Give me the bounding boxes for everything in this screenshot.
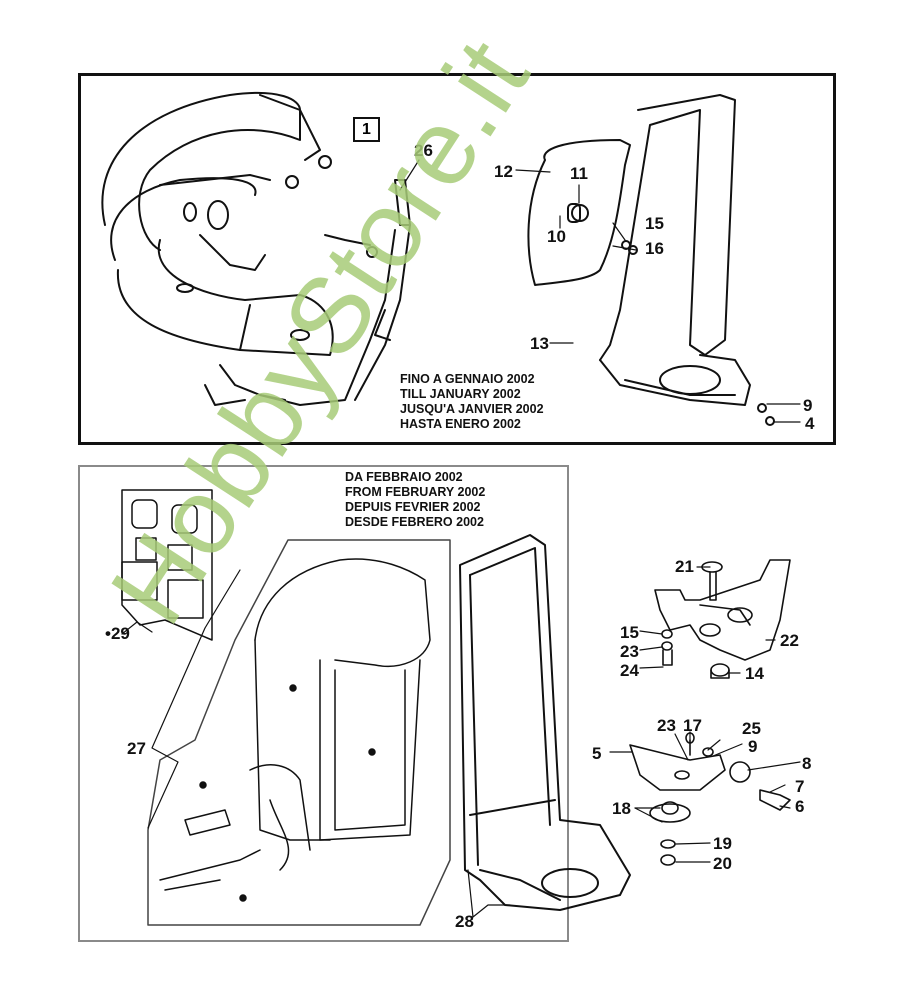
- part-label-9-bottom: 9: [748, 737, 758, 756]
- part-label-23-mount: 23: [657, 716, 676, 735]
- part-label-6: 6: [795, 797, 805, 816]
- from-note-es: DESDE FEBRERO 2002: [345, 515, 484, 529]
- tubular-frame-illustration: [459, 534, 631, 911]
- until-date-note: FINO A GENNAIO 2002 TILL JANUARY 2002 JU…: [400, 372, 544, 432]
- panel-until-2002: [78, 73, 836, 445]
- backpack-harness-illustration: [147, 539, 451, 926]
- part-label-29: •29: [105, 624, 130, 643]
- from-note-en: FROM FEBRUARY 2002: [345, 485, 486, 499]
- from-note-it: DA FEBBRAIO 2002: [345, 470, 463, 484]
- part-label-27: 27: [127, 739, 146, 758]
- backplate-frame-illustration: [527, 94, 775, 426]
- vibration-mount-illustration: [629, 732, 791, 866]
- leader-lines: [121, 159, 801, 918]
- from-date-note: DA FEBBRAIO 2002 FROM FEBRUARY 2002 DEPU…: [345, 470, 485, 530]
- part-label-10: 10: [547, 227, 566, 246]
- part-label-17: 17: [683, 716, 702, 735]
- part-label-5: 5: [592, 744, 602, 763]
- part-label-28: 28: [455, 912, 474, 931]
- part-label-7: 7: [795, 777, 805, 796]
- until-note-it: FINO A GENNAIO 2002: [400, 372, 535, 386]
- from-note-fr: DEPUIS FEVRIER 2002: [345, 500, 481, 514]
- part-label-20: 20: [713, 854, 732, 873]
- part-label-11: 11: [570, 164, 588, 183]
- part-label-18: 18: [612, 799, 631, 818]
- until-note-en: TILL JANUARY 2002: [400, 387, 521, 401]
- part-label-4: 4: [805, 414, 815, 433]
- buckle-kit-illustration: [121, 489, 213, 641]
- assembly-number-box: 1: [353, 117, 380, 142]
- until-note-fr: JUSQU'A JANVIER 2002: [400, 402, 544, 416]
- part-label-16: 16: [645, 239, 664, 258]
- part-label-12: 12: [494, 162, 513, 181]
- part-label-19: 19: [713, 834, 732, 853]
- part-label-25: 25: [742, 719, 761, 738]
- harness-illustration: [101, 91, 411, 406]
- mount-bracket-illustration: [654, 559, 791, 679]
- part-label-15-bottom: 15: [620, 623, 639, 642]
- part-label-21: 21: [675, 557, 694, 576]
- part-label-14: 14: [745, 664, 764, 683]
- part-label-13: 13: [530, 334, 549, 353]
- optional-bullet: •: [105, 624, 111, 643]
- part-label-23-bracket: 23: [620, 642, 639, 661]
- until-note-es: HASTA ENERO 2002: [400, 417, 521, 431]
- part-label-24: 24: [620, 661, 639, 680]
- part-label-8: 8: [802, 754, 812, 773]
- part-label-15-top: 15: [645, 214, 664, 233]
- part-label-22: 22: [780, 631, 799, 650]
- part-label-26: 26: [414, 141, 433, 160]
- panel-from-2002: [78, 465, 569, 942]
- part-label-9-top: 9: [803, 396, 813, 415]
